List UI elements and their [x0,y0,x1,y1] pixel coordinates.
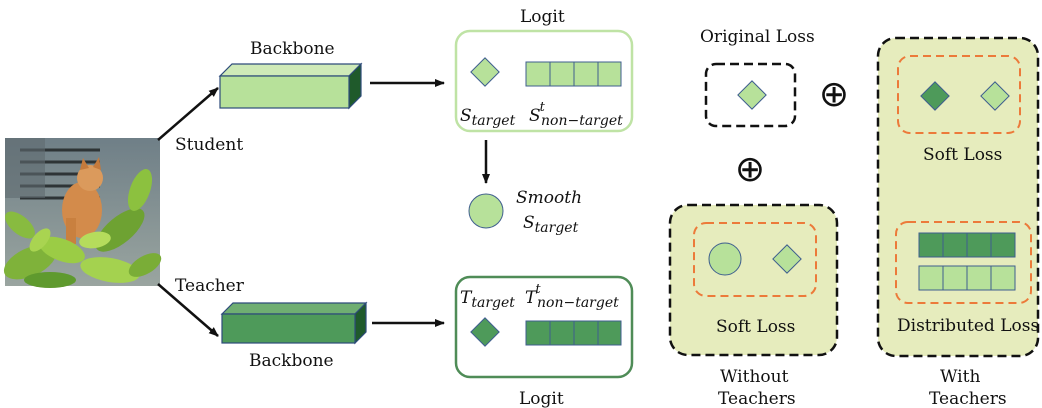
student-label: Student [175,135,243,155]
smooth-target-math: Starget [523,213,579,236]
with-teacher-diamond [920,81,950,111]
without-teachers-line2: Teachers [718,389,796,408]
teacher-nontarget-bar [525,320,622,346]
with-teachers-panel [876,36,1040,358]
smooth-label: Smooth [516,188,582,208]
backbone-bottom-label: Backbone [249,351,334,371]
without-teachers-line1: Without [720,367,789,387]
original-loss-diamond [737,80,767,110]
distributed-teacher-bar [918,232,1016,258]
with-student-diamond [980,81,1010,111]
with-soft-loss-box [897,55,1021,134]
teacher-target-diamond [470,317,500,347]
with-teachers-line2: Teachers [929,389,1007,408]
teacher-label: Teacher [175,276,245,296]
teacher-backbone [220,301,368,345]
logit-top-label: Logit [520,7,565,27]
smooth-target-circle [468,193,504,229]
oplus-symbol-down: ⊕ [735,149,765,190]
teacher-target-math: Ttarget [460,288,515,311]
logit-bottom-label: Logit [519,389,564,408]
student-nontarget-bar [525,61,622,87]
without-teachers-panel [668,203,839,357]
input-image [3,138,162,288]
without-soft-loss-label: Soft Loss [716,317,795,337]
without-student-diamond [772,244,802,274]
oplus-symbol-right: ⊕ [819,74,849,115]
backbone-top-label: Backbone [250,39,335,59]
with-teachers-line1: With [940,367,980,387]
cat-figure [62,157,103,244]
student-target-math: Starget [460,106,516,129]
with-soft-loss-label: Soft Loss [923,145,1002,165]
arrow-to-teacher [157,283,219,337]
original-loss-label: Original Loss [700,27,815,47]
student-target-diamond [470,57,500,87]
distributed-loss-box [895,221,1032,304]
distributed-loss-label: Distributed Loss [897,316,1039,336]
without-smooth-circle [708,242,742,276]
student-backbone [218,62,363,110]
without-soft-loss-box [693,222,817,297]
distributed-student-bar [918,265,1016,291]
plant-leaves [3,169,162,288]
arrow-to-student [157,87,219,141]
